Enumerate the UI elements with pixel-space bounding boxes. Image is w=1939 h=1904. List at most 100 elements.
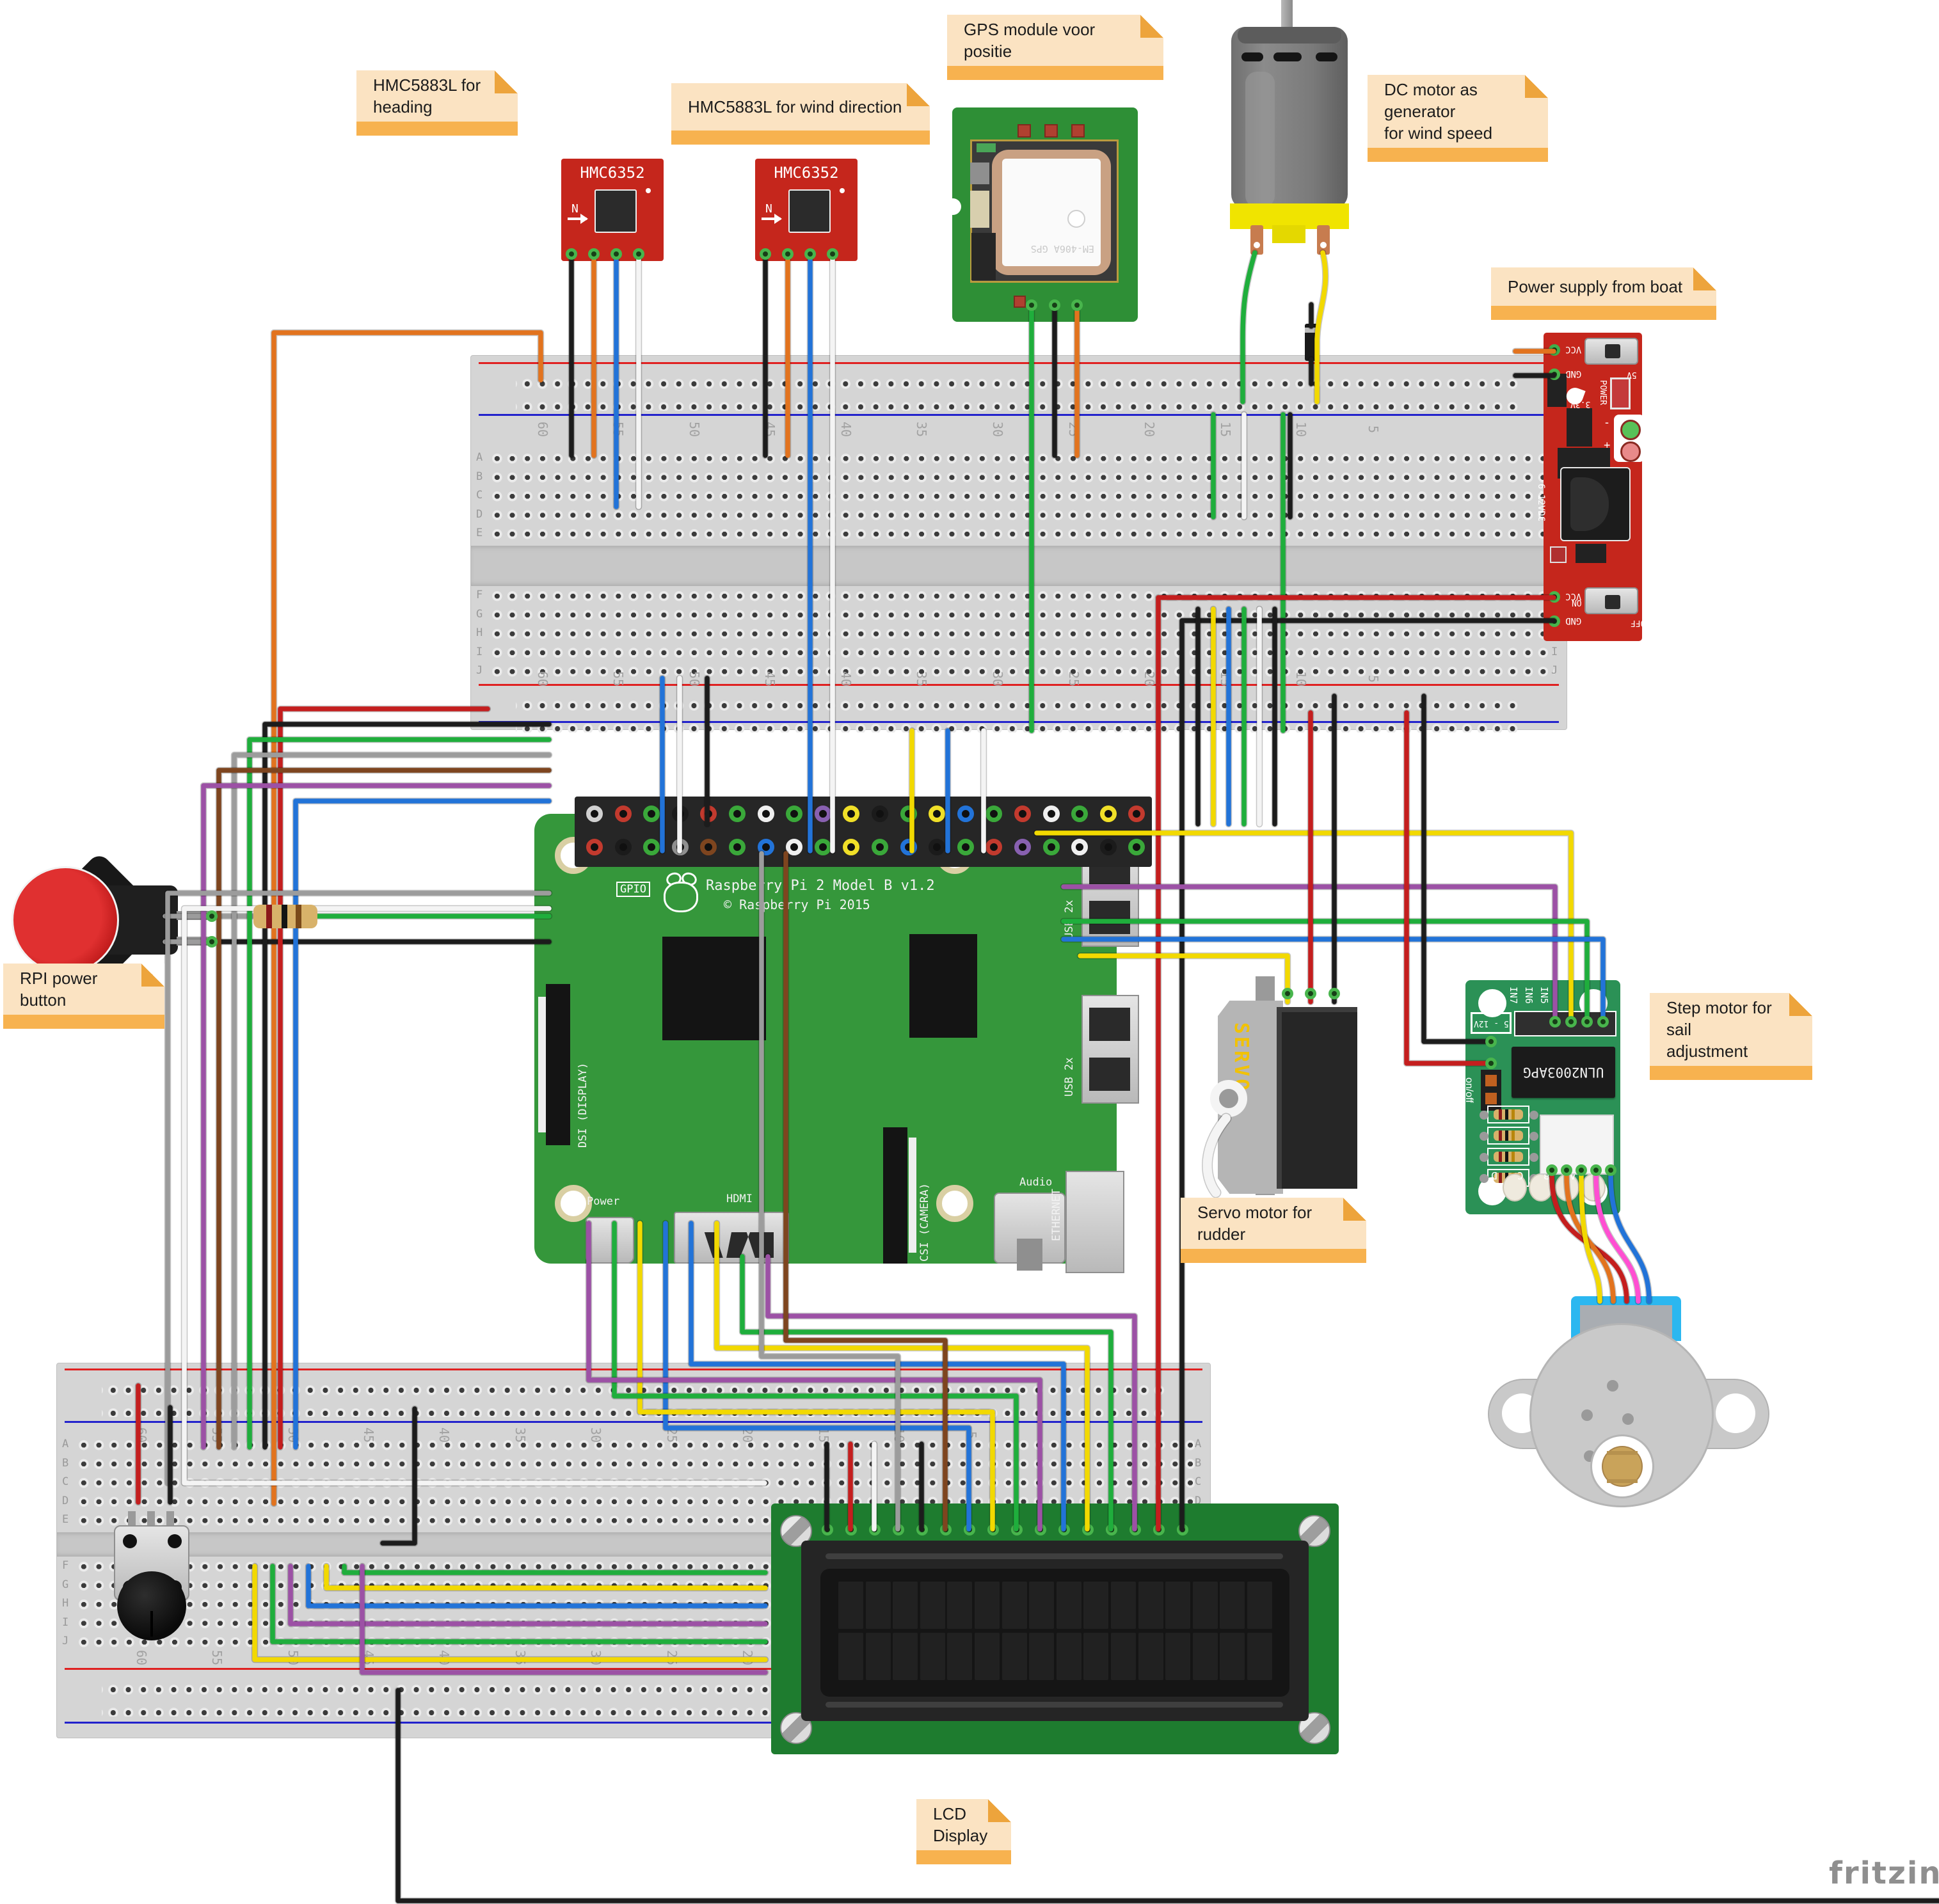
wire-black[interactable]: [261, 720, 553, 1451]
driver-supply-pad[interactable]: [1485, 1058, 1497, 1069]
wire-yellow[interactable]: [1033, 829, 1575, 1025]
gpio-pin[interactable]: [872, 805, 888, 822]
button-pad[interactable]: [206, 910, 218, 922]
wire-purple[interactable]: [765, 1254, 1137, 1532]
gpio-pin[interactable]: [985, 839, 1003, 855]
gpio-pin[interactable]: [586, 839, 603, 855]
gpio-pin[interactable]: [1099, 839, 1117, 855]
wire-blue[interactable]: [1608, 1173, 1652, 1304]
hole-band[interactable]: [488, 586, 1554, 681]
wire-black[interactable]: [379, 1405, 419, 1547]
note-hmc-wind[interactable]: HMC5883L for wind direction: [671, 83, 930, 145]
wire-yellow[interactable]: [1579, 1173, 1602, 1304]
gpio-pin[interactable]: [957, 805, 974, 822]
gpio-pin[interactable]: [614, 839, 632, 855]
gpio-pin[interactable]: [786, 805, 803, 822]
wire-black[interactable]: [380, 1406, 417, 1546]
wire-blue[interactable]: [663, 1221, 971, 1532]
wire-green[interactable]: [342, 1564, 768, 1575]
compass2-pad[interactable]: [760, 248, 771, 260]
gpio-pin[interactable]: [786, 839, 803, 855]
servo-wire-pad[interactable]: [1282, 988, 1293, 999]
gpio-pin[interactable]: [586, 805, 603, 822]
pi-power-connector[interactable]: [586, 1217, 634, 1264]
gpio-pin[interactable]: [643, 839, 660, 855]
driver-header-pad[interactable]: [1581, 1016, 1593, 1027]
wire-white[interactable]: [182, 906, 767, 1486]
gpio-pin[interactable]: [643, 805, 660, 822]
driver-jst-pad[interactable]: [1605, 1164, 1616, 1176]
gpio-pin[interactable]: [1128, 839, 1145, 855]
psu-voltage-switch[interactable]: [1584, 338, 1638, 365]
gpio-pin[interactable]: [843, 839, 860, 855]
power-supply-board[interactable]: VCC GND 3.3V 5V POWER - + 6-12VDC ON OFF…: [1536, 333, 1645, 641]
gps-wire-pad[interactable]: [1049, 299, 1060, 311]
wire-green[interactable]: [740, 1254, 1113, 1532]
wire-black[interactable]: [394, 1686, 1939, 1904]
gpio-pin[interactable]: [1128, 805, 1145, 822]
gpio-pin[interactable]: [985, 805, 1003, 822]
psu-onoff-switch[interactable]: [1584, 587, 1638, 614]
wire-blue[interactable]: [1061, 937, 1606, 1024]
driver-header-pad[interactable]: [1549, 1016, 1561, 1027]
compass1-pad[interactable]: [633, 248, 644, 260]
uln2003-chip[interactable]: ULN2003APG: [1512, 1047, 1615, 1098]
pi-csi-connector[interactable]: [883, 1127, 916, 1264]
hole-band[interactable]: [488, 448, 1554, 543]
compass1-pad[interactable]: [588, 248, 600, 260]
note-servo[interactable]: Servo motor for rudder: [1181, 1198, 1366, 1263]
note-stepper[interactable]: Step motor for sail adjustment: [1650, 993, 1812, 1080]
gpio-pin[interactable]: [757, 805, 774, 822]
potentiometer[interactable]: [110, 1510, 193, 1670]
gps-wire-pad[interactable]: [1071, 299, 1083, 311]
compass2-pad[interactable]: [804, 248, 816, 260]
servo-wire-pad[interactable]: [1305, 988, 1316, 999]
wire-blue[interactable]: [689, 1221, 1066, 1532]
wire-white[interactable]: [1202, 1114, 1231, 1197]
wire-purple[interactable]: [1061, 884, 1558, 1024]
wire-green[interactable]: [1061, 919, 1590, 1024]
gpio-pin[interactable]: [1042, 805, 1060, 822]
driver-jst-pad[interactable]: [1576, 1164, 1587, 1176]
wire-green[interactable]: [247, 737, 552, 1450]
gpio-pin[interactable]: [872, 839, 888, 855]
wire-gray[interactable]: [165, 891, 552, 1486]
wire-purple[interactable]: [360, 1564, 768, 1675]
wire-brown[interactable]: [216, 768, 552, 1450]
compass2-pad[interactable]: [827, 248, 838, 260]
wire-black[interactable]: [1178, 617, 1558, 1533]
wire-gray[interactable]: [164, 889, 553, 1487]
wire-yellow[interactable]: [713, 1219, 1091, 1533]
wire-purple[interactable]: [200, 782, 553, 1451]
wire-black[interactable]: [1421, 694, 1494, 1044]
note-psu[interactable]: Power supply from boat: [1491, 267, 1716, 320]
pi-usb-stack-2[interactable]: [1081, 995, 1139, 1104]
wire-orange[interactable]: [1563, 1172, 1617, 1305]
gpio-pin[interactable]: [814, 839, 831, 855]
wire-black[interactable]: [262, 722, 552, 1450]
rail-holes[interactable]: [516, 689, 1522, 733]
lcd-display[interactable]: [771, 1503, 1339, 1754]
servo-wire-pad[interactable]: [1329, 988, 1340, 999]
stepper-motor[interactable]: [1488, 1292, 1769, 1516]
pi-audio-jack[interactable]: [994, 1193, 1065, 1271]
wire-purple[interactable]: [201, 783, 552, 1450]
gpio-pin[interactable]: [1099, 805, 1117, 822]
diode[interactable]: [1305, 324, 1318, 361]
wire-blue[interactable]: [293, 798, 552, 1450]
wire-gray[interactable]: [232, 752, 552, 1450]
rail-holes[interactable]: [516, 367, 1522, 411]
gpio-pin[interactable]: [700, 839, 717, 855]
driver-jst-pad[interactable]: [1561, 1164, 1572, 1176]
wire-black[interactable]: [395, 1688, 1939, 1903]
wire-red[interactable]: [1156, 595, 1556, 1532]
compass-board-heading[interactable]: HMC6352 N: [561, 159, 664, 261]
wire-yellow[interactable]: [637, 1221, 995, 1532]
gpio-pin[interactable]: [814, 805, 831, 822]
gpio-pin[interactable]: [843, 805, 860, 822]
wire-green[interactable]: [1240, 250, 1257, 404]
gpio-pin[interactable]: [900, 839, 917, 855]
wire-yellow[interactable]: [252, 1564, 768, 1662]
driver-header-pad[interactable]: [1597, 1016, 1609, 1027]
driver-jst-pad[interactable]: [1546, 1164, 1558, 1176]
